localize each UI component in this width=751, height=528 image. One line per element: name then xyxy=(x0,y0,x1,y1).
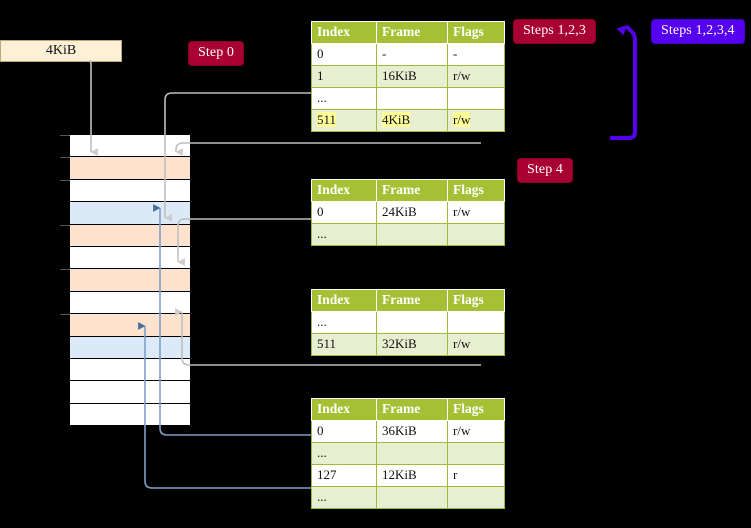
memory-row-tick xyxy=(60,269,70,270)
memory-row xyxy=(70,314,190,337)
cell-frame xyxy=(376,486,448,509)
memory-row xyxy=(70,247,190,270)
cell-flags: r/w xyxy=(447,333,505,356)
size-label-text: 4KiB xyxy=(45,43,77,58)
table-row: ... xyxy=(311,442,505,465)
memory-row xyxy=(70,135,190,158)
badge-step-0-label: Step 0 xyxy=(198,45,234,60)
cell-flags xyxy=(447,223,505,246)
table-row: ... xyxy=(311,223,505,246)
memory-row xyxy=(70,381,190,404)
cell-flags xyxy=(447,87,505,110)
badge-steps-1234: Steps 1,2,3,4 xyxy=(651,19,745,44)
wire-table0-to-memory xyxy=(175,142,481,156)
size-label-4kib: 4KiB xyxy=(0,40,122,62)
column-header-frame: Frame xyxy=(376,398,448,421)
cell-frame: - xyxy=(376,43,448,66)
memory-row-tick xyxy=(60,157,70,158)
badge-steps-1234-label: Steps 1,2,3,4 xyxy=(661,23,735,38)
column-header-frame: Frame xyxy=(376,289,448,312)
column-header-flags: Flags xyxy=(447,179,505,202)
column-header-flags: Flags xyxy=(447,21,505,44)
memory-row xyxy=(70,291,190,315)
memory-row xyxy=(70,224,190,247)
column-header-index: Index xyxy=(311,21,377,44)
memory-row-tick xyxy=(60,225,70,226)
cell-index: ... xyxy=(311,311,377,334)
cell-frame xyxy=(376,87,448,110)
memory-row-tick xyxy=(60,135,70,136)
memory-row xyxy=(70,403,190,427)
cell-index: 511 xyxy=(311,109,377,132)
cell-flags: r/w xyxy=(447,420,505,443)
badge-steps-123: Steps 1,2,3 xyxy=(513,19,596,44)
cell-flags: r/w xyxy=(447,201,505,224)
cell-frame xyxy=(376,311,448,334)
cell-index: 0 xyxy=(311,201,377,224)
cell-index: ... xyxy=(311,442,377,465)
memory-row-tick xyxy=(60,314,70,315)
cell-frame: 12KiB xyxy=(376,464,448,487)
cell-frame xyxy=(376,442,448,465)
cell-index: ... xyxy=(311,87,377,110)
memory-row xyxy=(70,269,190,292)
cell-frame: 32KiB xyxy=(376,333,448,356)
cell-index: 1 xyxy=(311,65,377,88)
cell-index: ... xyxy=(311,223,377,246)
memory-row xyxy=(70,336,190,359)
cell-frame: 16KiB xyxy=(376,65,448,88)
cell-index: 0 xyxy=(311,43,377,66)
steps-bracket xyxy=(610,24,637,140)
column-header-index: Index xyxy=(311,179,377,202)
table-row: ... xyxy=(311,486,505,509)
badge-step-4: Step 4 xyxy=(517,158,573,183)
memory-row-tick xyxy=(60,180,70,181)
cell-flags: r xyxy=(447,464,505,487)
cell-flags: r/w xyxy=(447,65,505,88)
table-row: 0-- xyxy=(311,43,505,66)
cell-flags: r/w xyxy=(447,109,505,132)
cell-index: ... xyxy=(311,486,377,509)
cell-flags: - xyxy=(447,43,505,66)
cell-index: 127 xyxy=(311,464,377,487)
column-header-flags: Flags xyxy=(447,289,505,312)
column-header-index: Index xyxy=(311,289,377,312)
memory-row xyxy=(70,179,190,203)
cell-index: 0 xyxy=(311,420,377,443)
cell-flags xyxy=(447,442,505,465)
cell-frame xyxy=(376,223,448,246)
table-row: ... xyxy=(311,87,505,110)
memory-row xyxy=(70,157,190,180)
column-header-frame: Frame xyxy=(376,21,448,44)
cell-frame: 24KiB xyxy=(376,201,448,224)
badge-steps-123-label: Steps 1,2,3 xyxy=(523,23,586,38)
cell-frame: 4KiB xyxy=(376,109,448,132)
column-header-frame: Frame xyxy=(376,179,448,202)
memory-row xyxy=(70,359,190,382)
cell-flags xyxy=(447,486,505,509)
cell-flags xyxy=(447,311,505,334)
column-header-index: Index xyxy=(311,398,377,421)
badge-step-4-label: Step 4 xyxy=(527,162,563,177)
memory-row xyxy=(70,202,190,225)
column-header-flags: Flags xyxy=(447,398,505,421)
cell-frame: 36KiB xyxy=(376,420,448,443)
cell-index: 511 xyxy=(311,333,377,356)
badge-step-0: Step 0 xyxy=(188,41,244,66)
table-row: ... xyxy=(311,311,505,334)
